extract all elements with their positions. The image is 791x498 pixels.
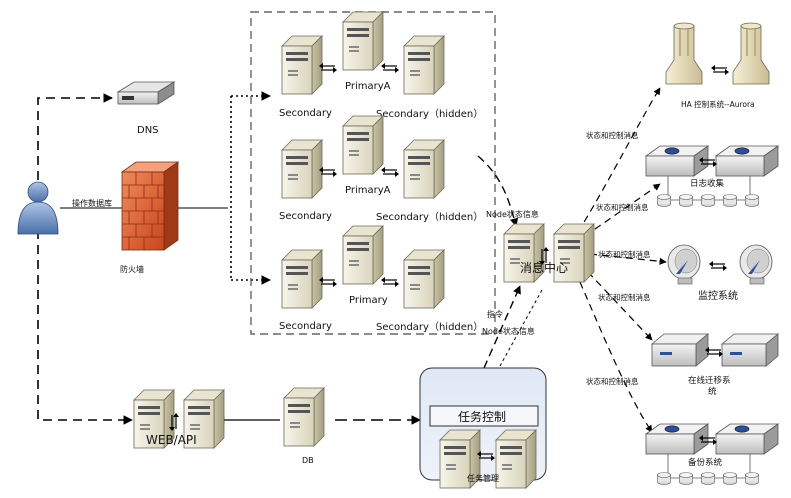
- server-icon: [403, 35, 445, 95]
- appliance-icon: [645, 423, 709, 455]
- appliance-box-icon: [720, 333, 780, 367]
- task-control-group: [419, 367, 547, 489]
- double-arrow-icon: [380, 276, 400, 288]
- monitor-label: 监控系统: [698, 289, 738, 302]
- state-msg-label-3: 状态和控制消息: [598, 249, 651, 259]
- disk-icon: [679, 472, 693, 485]
- server-icon: [403, 249, 445, 309]
- task-mgmt-label: 任务管理: [467, 473, 499, 483]
- disk-icon: [745, 472, 759, 485]
- cluster-bracket-connector: [230, 91, 271, 285]
- backup-label: 备份系统: [688, 457, 723, 468]
- disk-icon: [679, 194, 693, 207]
- migrate-label-1: 在线迁移系: [688, 375, 731, 386]
- appliance-icon: [715, 145, 779, 177]
- cluster3-left-label: Secondary: [279, 321, 332, 332]
- double-arrow-icon: [708, 260, 728, 272]
- double-arrow-icon: [710, 64, 730, 76]
- disk-icon: [723, 472, 737, 485]
- disk-icon: [701, 194, 715, 207]
- server-icon: [495, 429, 537, 489]
- node-status-connector: [477, 155, 519, 227]
- disk-icon: [657, 194, 671, 207]
- op-db-label: 操作数据库: [72, 198, 112, 208]
- server-icon: [403, 139, 445, 199]
- task-control-label: 任务控制: [458, 409, 506, 424]
- node-status-label-2: Node状态信息: [482, 326, 535, 336]
- cluster2-right-label: Secondary（hidden）: [376, 211, 483, 223]
- firewall-icon: [120, 161, 180, 251]
- msg-center-label: 消息中心: [520, 260, 568, 275]
- user-to-dns-connector: [37, 93, 113, 180]
- cluster1-right-label: Secondary（hidden）: [376, 108, 483, 120]
- cluster1-left-label: Secondary: [279, 108, 332, 119]
- instruction-label: 指令: [487, 309, 503, 319]
- backup-system: [645, 423, 779, 485]
- ha-label: HA 控制系统--Aurora: [681, 99, 755, 109]
- migrate-system: [650, 333, 780, 367]
- cluster2-top-label: PrimaryA: [345, 185, 391, 196]
- monitor-system: [667, 244, 773, 285]
- disk-icon: [745, 194, 759, 207]
- dns-server-icon: [116, 81, 176, 105]
- appliance-icon: [645, 145, 709, 177]
- state-msg-label-5: 状态和控制消息: [586, 376, 639, 386]
- log-label: 日志收集: [690, 178, 725, 189]
- state-msg-label-1: 状态和控制消息: [586, 130, 639, 140]
- server-icon: [342, 115, 384, 175]
- server-icon: [281, 249, 323, 309]
- ha-system: [665, 22, 770, 85]
- disk-icon: [723, 194, 737, 207]
- pillar-icon: [665, 22, 703, 85]
- dns-label: DNS: [137, 125, 159, 136]
- cluster1-top-label: PrimaryA: [345, 81, 391, 92]
- satellite-dish-icon: [667, 244, 701, 285]
- instruction-connector-2: [499, 289, 543, 367]
- server-icon: [342, 225, 384, 285]
- appliance-box-icon: [650, 333, 710, 367]
- instruction-connector: [483, 285, 521, 369]
- user-icon: [17, 181, 59, 235]
- disk-icon: [701, 472, 715, 485]
- cluster2-left-label: Secondary: [279, 211, 332, 222]
- double-arrow-icon: [380, 166, 400, 178]
- pillar-icon: [732, 22, 770, 85]
- cluster3-top-label: Primary: [349, 295, 388, 306]
- db-label: DB: [302, 456, 314, 465]
- server-icon: [281, 35, 323, 95]
- disk-icon: [657, 472, 671, 485]
- db-server-icon: [283, 387, 325, 447]
- firewall-label: 防火墙: [120, 264, 144, 274]
- double-arrow-icon: [380, 62, 400, 74]
- migrate-label-2: 统: [708, 386, 717, 397]
- cluster3-right-label: Secondary（hidden）: [376, 321, 483, 333]
- webapi-label: WEB/API: [146, 433, 197, 447]
- satellite-dish-icon: [739, 244, 773, 285]
- msgcenter-fanout: [577, 87, 667, 433]
- state-msg-label-2: 状态和控制消息: [596, 202, 649, 212]
- node-status-label: Node状态信息: [486, 209, 539, 219]
- log-system: [645, 145, 779, 207]
- server-icon: [342, 11, 384, 71]
- server-icon: [281, 139, 323, 199]
- user-to-webapi-connector: [37, 230, 133, 425]
- appliance-icon: [715, 423, 779, 455]
- state-msg-label-4: 状态和控制消息: [598, 292, 651, 302]
